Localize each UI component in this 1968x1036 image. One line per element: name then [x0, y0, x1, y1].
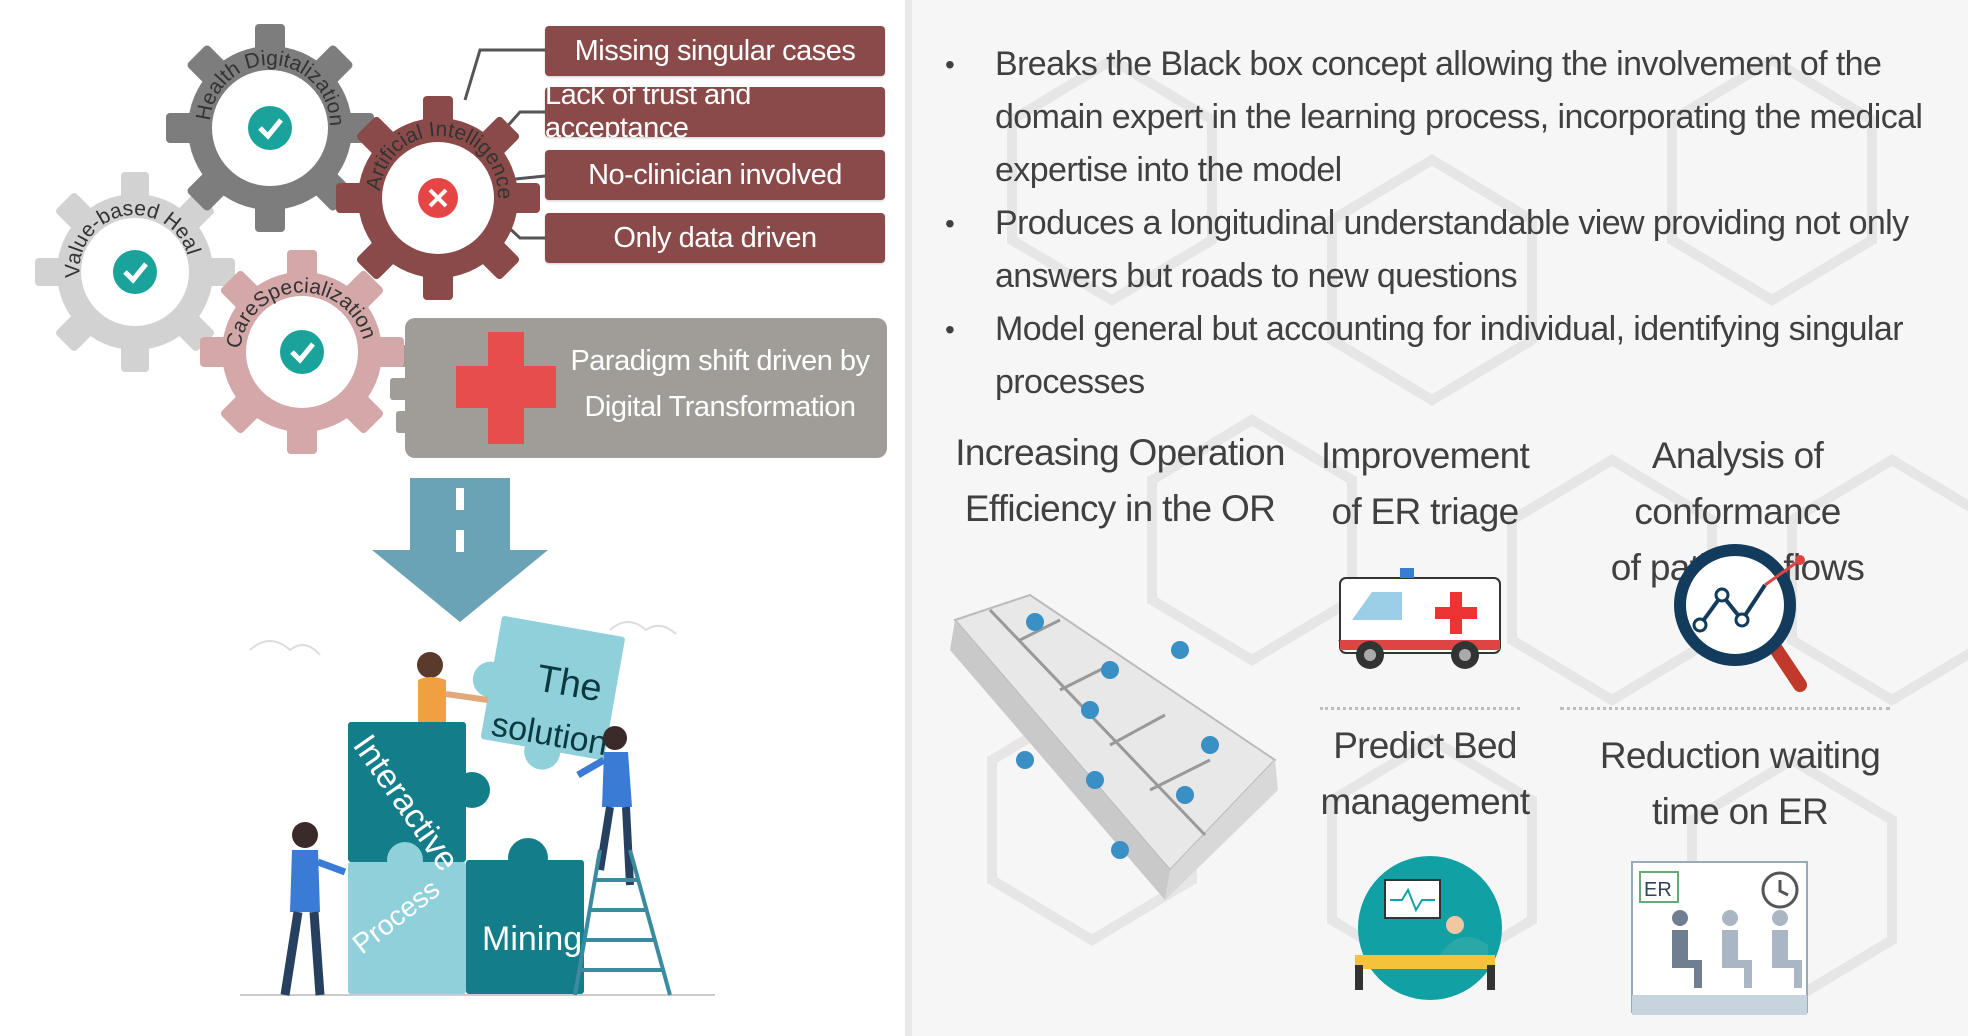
dotted-divider — [1320, 707, 1520, 710]
puzzle-mining-label: Mining — [482, 920, 582, 958]
title-or-efficiency: Increasing Operation Efficiency in the O… — [955, 432, 1285, 529]
er-waiting-room-icon: ER — [1631, 861, 1808, 1015]
medical-cross-icon — [456, 332, 556, 444]
dotted-divider — [1560, 707, 1890, 710]
value-based-gear — [35, 172, 235, 372]
bullet-item: Breaks the Black box concept allowing th… — [945, 38, 1950, 197]
down-arrow-icon — [372, 478, 548, 622]
person-right-icon — [576, 726, 634, 886]
benefits-list: Breaks the Black box concept allowing th… — [945, 38, 1950, 409]
hospital-bed-icon — [1355, 856, 1502, 1000]
artificial-intelligence-gear — [336, 96, 540, 300]
er-sign-label: ER — [1644, 879, 1672, 901]
bullet-item: Model general but accounting for individ… — [945, 303, 1950, 409]
gears-graphic: Value-based Health care Health Digitaliz… — [0, 0, 715, 996]
tag-missing-singular-cases: Missing singular cases — [545, 26, 885, 76]
title-bed-management: Predict Bed management — [1320, 725, 1531, 822]
person-top-icon — [417, 652, 489, 722]
magnifier-chart-icon — [1674, 544, 1807, 692]
care-specialization-gear — [200, 250, 404, 454]
tag-no-clinician-involved: No-clinician involved — [545, 150, 885, 200]
health-digitalization-gear — [166, 24, 374, 232]
ladder-icon — [573, 849, 672, 996]
cloud-icon — [609, 621, 677, 635]
check-icon — [248, 106, 292, 150]
check-icon — [280, 330, 324, 374]
paradigm-shift-text: Paradigm shift driven by Digital Transfo… — [555, 338, 885, 430]
paradigm-line-1: Paradigm shift driven by — [570, 345, 870, 377]
cloud-icon — [249, 640, 321, 656]
paradigm-line-2: Digital Transformation — [584, 391, 856, 423]
puzzle-graphic — [348, 616, 625, 994]
title-er-triage: Improvement of ER triage — [1320, 435, 1530, 532]
check-icon — [113, 250, 157, 294]
paradigm-gear-edge — [390, 332, 556, 444]
bullet-item: Produces a longitudinal understandable v… — [945, 197, 1950, 303]
hexagon-background — [987, 54, 1968, 1006]
title-waiting-time: Reduction waiting time on ER — [1599, 735, 1881, 832]
hospital-floorplan-icon — [950, 593, 1278, 900]
tag-only-data-driven: Only data driven — [545, 213, 885, 263]
ambulance-icon — [1338, 568, 1501, 669]
person-left-icon — [280, 822, 347, 996]
